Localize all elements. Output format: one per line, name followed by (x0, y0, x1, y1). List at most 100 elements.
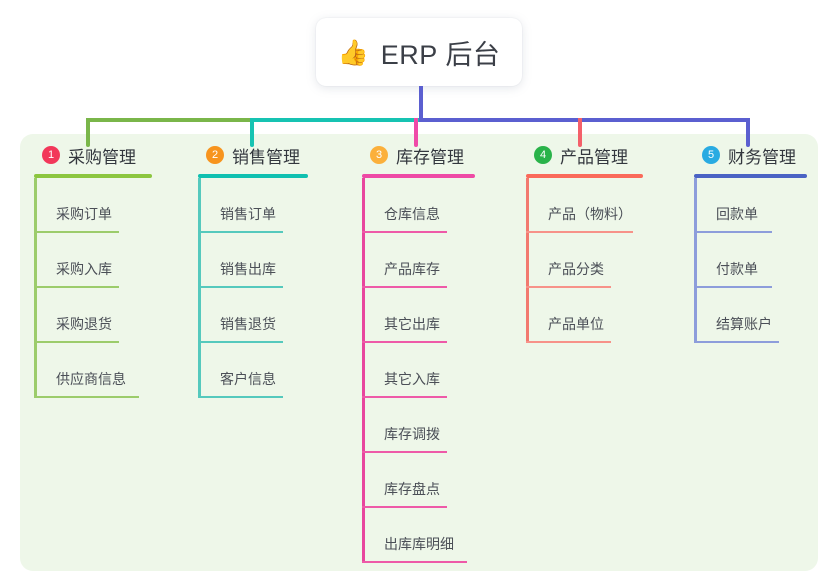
branch-item-rule (362, 396, 447, 398)
branch-item[interactable]: 付款单 (694, 233, 807, 288)
branch-items-3: 仓库信息产品库存其它出库其它入库库存调拨库存盘点出库库明细 (362, 178, 475, 563)
branch-underline-4 (526, 174, 643, 178)
branch-item[interactable]: 库存调拨 (362, 398, 475, 453)
branch-item-rule (694, 341, 779, 343)
branch-item-label: 采购入库 (56, 261, 112, 277)
branch-number-badge-2: 2 (206, 146, 224, 164)
branch-column-5: 5 财务管理回款单付款单结算账户 (694, 140, 807, 343)
branch-item-label: 产品库存 (384, 261, 440, 277)
branch-item[interactable]: 仓库信息 (362, 178, 475, 233)
branch-header-2[interactable]: 2 销售管理 (198, 140, 308, 170)
branch-item[interactable]: 供应商信息 (34, 343, 152, 398)
branch-item[interactable]: 产品分类 (526, 233, 643, 288)
bus-segment-green (86, 118, 252, 122)
branch-number-badge-4: 4 (534, 146, 552, 164)
branch-spine-4 (526, 178, 529, 343)
root-node-erp-backend[interactable]: 👍 ERP 后台 (316, 18, 522, 86)
branch-item-rule (362, 506, 447, 508)
branch-item-rule (198, 286, 283, 288)
branch-spine-3 (362, 178, 365, 563)
branch-item-label: 其它入库 (384, 371, 440, 387)
branch-item-rule (34, 396, 139, 398)
branch-item[interactable]: 采购订单 (34, 178, 152, 233)
bus-segment-teal (250, 118, 421, 122)
branch-drop-line-2 (250, 118, 254, 147)
branch-number-badge-3: 3 (370, 146, 388, 164)
branch-item-label: 客户信息 (220, 371, 276, 387)
branch-item[interactable]: 回款单 (694, 178, 807, 233)
branch-item-rule (362, 341, 447, 343)
branch-item-label: 仓库信息 (384, 206, 440, 222)
branch-drop-line-1 (86, 118, 90, 147)
branch-item-label: 销售退货 (220, 316, 276, 332)
branch-items-5: 回款单付款单结算账户 (694, 178, 807, 343)
branch-spine-2 (198, 178, 201, 398)
branch-item-label: 采购退货 (56, 316, 112, 332)
branch-column-1: 1 采购管理采购订单采购入库采购退货供应商信息 (34, 140, 152, 398)
branch-items-1: 采购订单采购入库采购退货供应商信息 (34, 178, 152, 398)
branch-drop-line-4 (578, 118, 582, 147)
branch-item-label: 库存调拨 (384, 426, 440, 442)
branch-item-rule (362, 561, 467, 563)
branch-underline-5 (694, 174, 807, 178)
branch-item-label: 结算账户 (716, 316, 772, 332)
branch-column-4: 4 产品管理产品（物料） 产品分类产品单位 (526, 140, 643, 343)
branch-items-2: 销售订单销售出库销售退货客户信息 (198, 178, 308, 398)
branch-item[interactable]: 出库库明细 (362, 508, 475, 563)
branch-item[interactable]: 采购入库 (34, 233, 152, 288)
branch-header-4[interactable]: 4 产品管理 (526, 140, 643, 170)
branch-number-badge-5: 5 (702, 146, 720, 164)
branch-item-label: 销售出库 (220, 261, 276, 277)
branch-items-4: 产品（物料） 产品分类产品单位 (526, 178, 643, 343)
branch-item[interactable]: 产品（物料） (526, 178, 643, 233)
branch-item-rule (694, 231, 772, 233)
branch-item-label: 产品（物料） (548, 206, 632, 222)
branch-item-rule (362, 231, 447, 233)
branch-item[interactable]: 客户信息 (198, 343, 308, 398)
branch-item-label: 销售订单 (220, 206, 276, 222)
branch-underline-3 (362, 174, 475, 178)
branch-item-rule (34, 231, 119, 233)
branch-header-5[interactable]: 5 财务管理 (694, 140, 807, 170)
branch-item[interactable]: 其它入库 (362, 343, 475, 398)
branch-item-rule (526, 286, 611, 288)
branch-item-label: 采购订单 (56, 206, 112, 222)
branch-item[interactable]: 销售订单 (198, 178, 308, 233)
branch-item[interactable]: 产品单位 (526, 288, 643, 343)
root-node-content: 👍 ERP 后台 (338, 33, 501, 72)
branch-item[interactable]: 产品库存 (362, 233, 475, 288)
branch-spine-5 (694, 178, 697, 343)
branch-item[interactable]: 销售退货 (198, 288, 308, 343)
branch-item[interactable]: 其它出库 (362, 288, 475, 343)
branch-item-rule (198, 341, 283, 343)
branch-header-1[interactable]: 1 采购管理 (34, 140, 152, 170)
branch-item[interactable]: 销售出库 (198, 233, 308, 288)
branch-title-1: 采购管理 (68, 147, 136, 167)
branch-number-badge-1: 1 (42, 146, 60, 164)
branch-item-label: 产品单位 (548, 316, 604, 332)
root-node-title: ERP 后台 (380, 39, 501, 70)
branch-item-rule (526, 341, 611, 343)
branch-title-4: 产品管理 (560, 147, 628, 167)
branch-item-rule (694, 286, 772, 288)
branch-item-label: 付款单 (716, 261, 758, 277)
branch-spine-1 (34, 178, 37, 398)
branch-title-5: 财务管理 (728, 147, 796, 167)
branch-title-2: 销售管理 (232, 147, 300, 167)
branch-drop-line-5 (746, 118, 750, 147)
branches-panel (20, 134, 818, 571)
branch-item-rule (362, 286, 447, 288)
branch-item[interactable]: 采购退货 (34, 288, 152, 343)
branch-item-label: 回款单 (716, 206, 758, 222)
branch-item-label: 其它出库 (384, 316, 440, 332)
branch-item[interactable]: 结算账户 (694, 288, 807, 343)
branch-item-rule (362, 451, 447, 453)
branch-drop-line-3 (414, 118, 418, 147)
branch-column-2: 2 销售管理销售订单销售出库销售退货客户信息 (198, 140, 308, 398)
branch-underline-2 (198, 174, 308, 178)
branch-item[interactable]: 库存盘点 (362, 453, 475, 508)
branch-item-rule (34, 286, 119, 288)
